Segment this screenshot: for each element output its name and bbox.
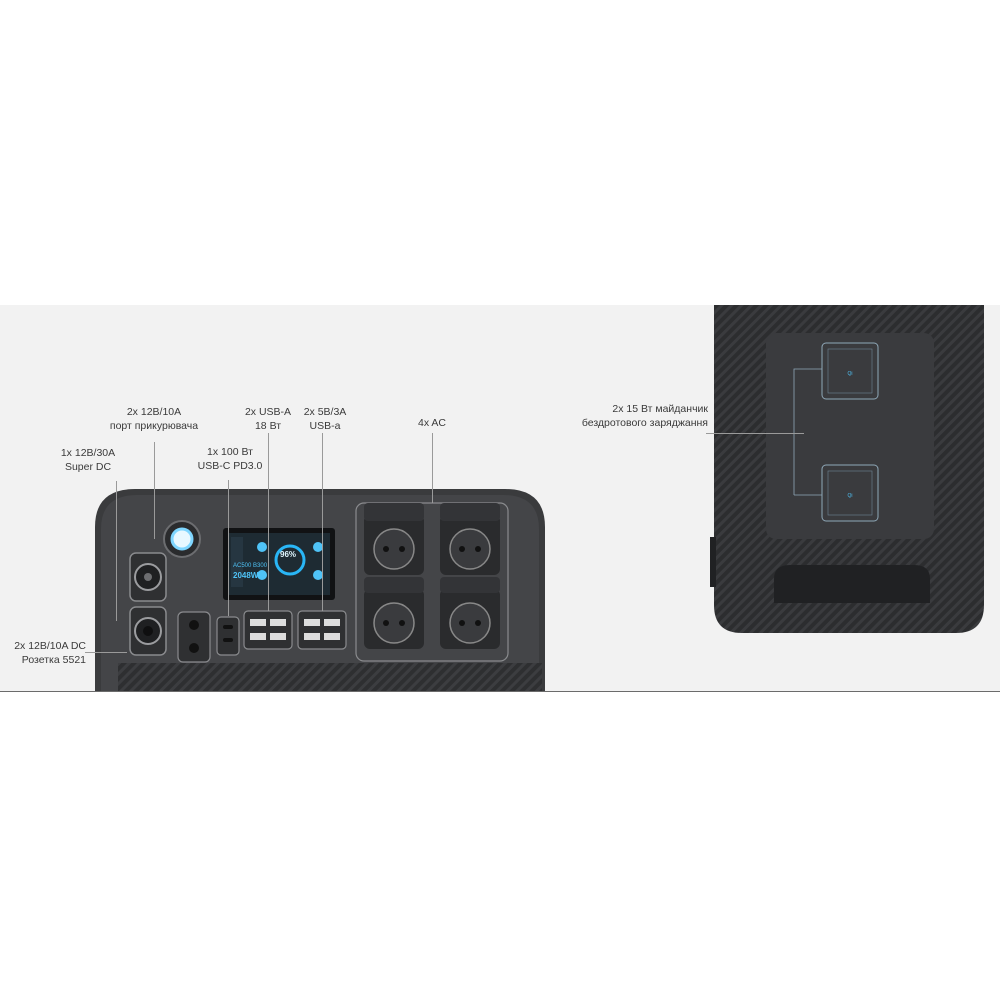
svg-text:Qi: Qi [848,493,853,499]
usb-c-port-icon [216,616,240,656]
power-button-icon[interactable] [163,520,201,558]
dc-socket-icon [129,606,167,656]
callout-usb-a-18w: 2x USB-A 18 Вт [244,406,292,432]
lcd-display [223,528,335,600]
screen-capacity: 2048Wh [233,571,264,580]
svg-text:Qi: Qi [848,371,853,377]
wireless-panel [766,333,934,539]
wireless-pad-icon: Qi [821,464,879,522]
car-socket-icon [129,552,167,602]
ac-outlet-icon [364,503,424,575]
callout-usb-a-5v: 2x 5В/3A USB-a [303,406,347,432]
callout-dc-5521: 2x 12В/10A DC Розетка 5521 [14,640,86,666]
usb-a-port-icon [297,610,347,650]
dc-5521-socket-icon [177,611,211,663]
ac-outlet-icon [440,577,500,649]
ac-outlet-group [355,502,509,662]
usb-a-port-icon [243,610,293,650]
handle-icon [774,565,930,603]
callout-usb-c: 1x 100 Вт USB-C PD3.0 [197,446,263,472]
callout-ac: 4x AC [417,417,446,429]
screen-percent: 96% [280,550,297,559]
bottom-grille [118,663,542,691]
callout-super-dc: 1x 12В/30A Super DC [60,447,116,473]
callout-wireless: 2x 15 Вт майданчик бездротового заряджан… [581,403,708,429]
power-station-front [95,489,545,691]
ac-outlet-icon [364,577,424,649]
power-station-top: Qi Qi [710,305,984,633]
screen-model: AC500 B300 [233,563,268,569]
product-banner: AC500 B300 2048Wh 96% Qi Qi [0,305,1000,692]
ac-outlet-icon [440,503,500,575]
callout-car-port: 2x 12В/10A порт прикурювача [109,406,199,432]
wireless-pad-icon: Qi [821,342,879,400]
